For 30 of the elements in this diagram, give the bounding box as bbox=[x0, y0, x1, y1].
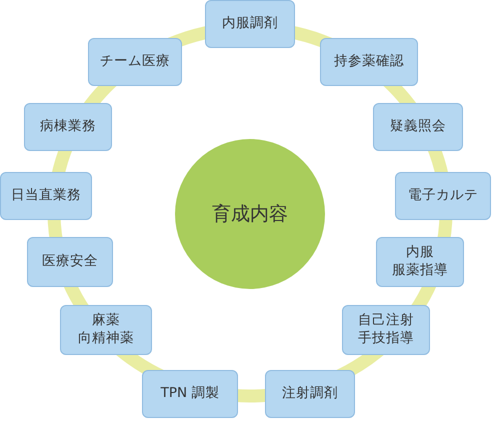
topic-box bbox=[205, 0, 295, 48]
topic-box bbox=[60, 305, 152, 355]
node-text: 内服 bbox=[406, 244, 434, 262]
topic-box bbox=[142, 370, 238, 418]
node-text: 服薬指導 bbox=[392, 262, 448, 280]
topic-box bbox=[27, 237, 113, 287]
node-text: 麻薬 bbox=[92, 312, 120, 330]
node-text: 疑義照会 bbox=[390, 118, 446, 136]
node-text: 内服調剤 bbox=[222, 15, 278, 33]
topic-box bbox=[265, 370, 355, 418]
topic-box bbox=[395, 172, 491, 220]
topic-box bbox=[342, 305, 430, 355]
topic-box bbox=[320, 38, 418, 86]
node-text: TPN 調製 bbox=[160, 385, 220, 403]
node-text: 向精神薬 bbox=[78, 330, 134, 348]
node-text: 日当直業務 bbox=[11, 187, 81, 205]
node-text: 注射調剤 bbox=[282, 385, 338, 403]
node-text: チーム医療 bbox=[100, 53, 170, 71]
node-text: 電子カルテ bbox=[408, 187, 478, 205]
topic-box bbox=[24, 103, 112, 151]
node-text: 病棟業務 bbox=[40, 118, 96, 136]
topic-box bbox=[0, 172, 92, 220]
topic-box bbox=[88, 38, 182, 86]
node-text: 自己注射 bbox=[358, 312, 414, 330]
node-text: 医療安全 bbox=[42, 253, 98, 271]
node-text: 育成内容 bbox=[212, 202, 288, 226]
node-text: 手技指導 bbox=[358, 330, 414, 348]
topic-box bbox=[376, 237, 464, 287]
topic-box bbox=[373, 103, 463, 151]
node-text: 持参薬確認 bbox=[334, 53, 404, 71]
